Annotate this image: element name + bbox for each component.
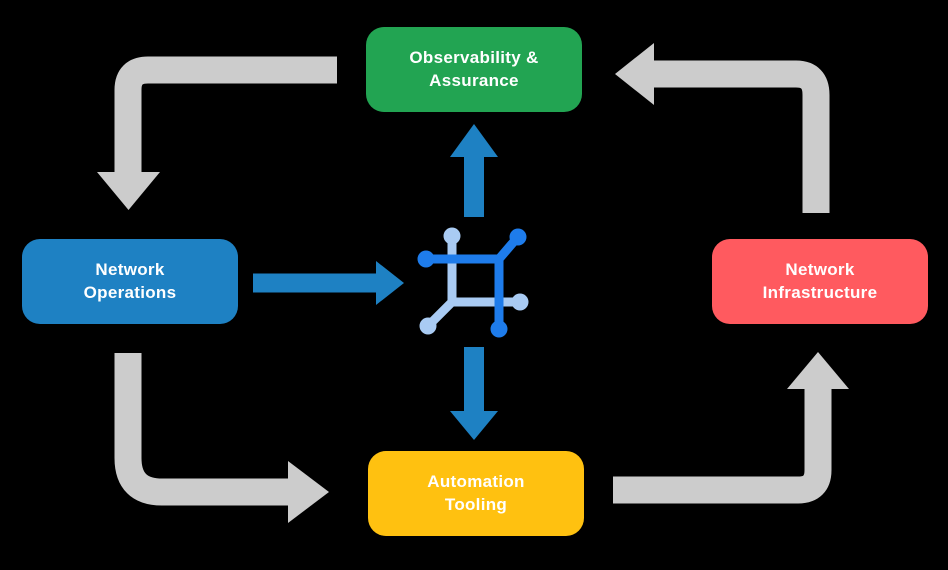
arrow-assurance-to-operations-icon [97, 56, 337, 210]
node-infrastructure-label: Network Infrastructure [762, 260, 878, 302]
arrow-automation-to-infrastructure-icon [613, 352, 849, 504]
node-observability-assurance: Observability & Assurance [366, 27, 582, 112]
arrow-infrastructure-to-assurance-icon [615, 43, 830, 213]
network-automation-icon [417, 227, 529, 338]
node-network-infrastructure: Network Infrastructure [712, 239, 928, 324]
node-automation-tooling: Automation Tooling [368, 451, 584, 536]
node-network-operations: Network Operations [22, 239, 238, 324]
node-automation-label: Automation Tooling [427, 472, 525, 514]
node-observability-label: Observability & Assurance [409, 48, 539, 90]
arrow-platform-to-assurance-icon [450, 124, 498, 217]
arrow-operations-to-automation-icon [114, 353, 329, 523]
arrow-platform-to-automation-icon [450, 347, 498, 440]
node-operations-label: Network Operations [83, 260, 177, 302]
arrow-operations-to-platform-icon [253, 261, 404, 305]
